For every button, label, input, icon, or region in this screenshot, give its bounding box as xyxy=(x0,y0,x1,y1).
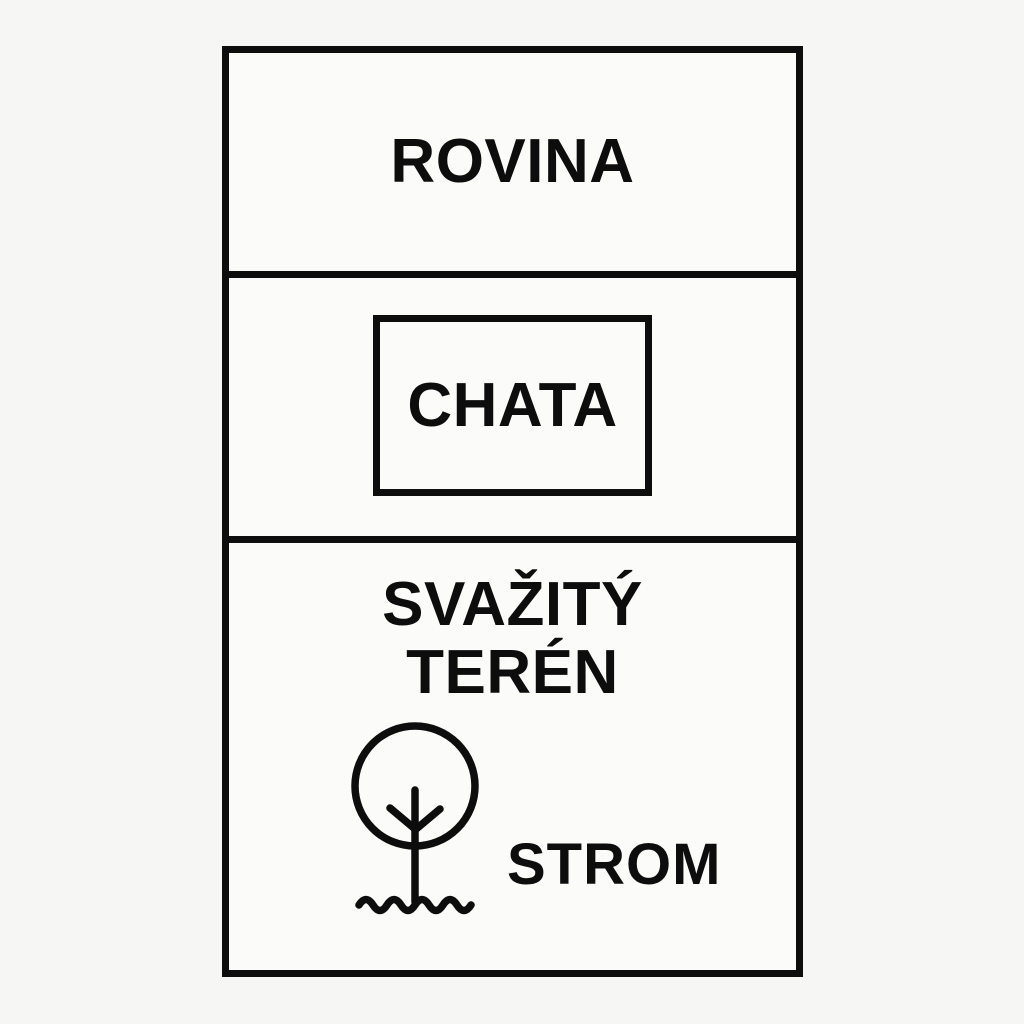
teren-label-line2: TERÉN xyxy=(406,638,619,707)
plan-outline: ROVINA CHATA SVAŽITÝ TERÉN xyxy=(222,46,803,977)
section-rovina: ROVINA xyxy=(229,53,796,278)
chata-label: CHATA xyxy=(407,370,618,440)
tree-icon xyxy=(345,716,485,916)
teren-label-line1: SVAŽITÝ xyxy=(382,570,643,639)
section-chata: CHATA xyxy=(229,278,796,543)
teren-label: SVAŽITÝ TERÉN xyxy=(229,571,796,707)
rovina-label: ROVINA xyxy=(390,127,635,196)
strom-label: STROM xyxy=(507,832,722,897)
section-teren: SVAŽITÝ TERÉN STROM xyxy=(229,543,796,970)
chata-box: CHATA xyxy=(373,315,652,496)
